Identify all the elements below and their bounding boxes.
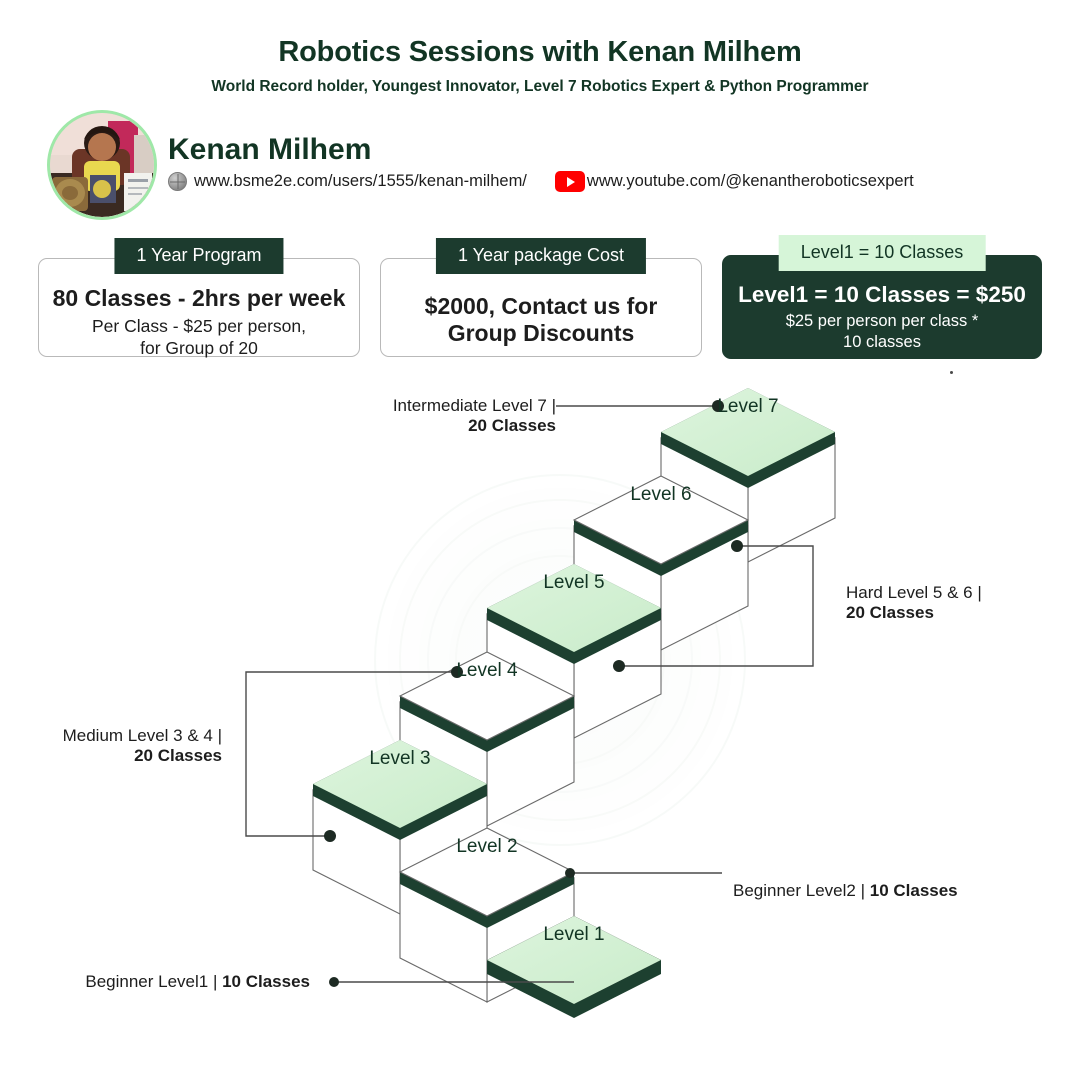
card3-headline: Level1 = 10 Classes = $250 [738,282,1026,307]
page-subtitle: World Record holder, Youngest Innovator,… [211,78,869,95]
annotation-intermediate-classes: 20 Classes [468,416,556,435]
website-url: www.bsme2e.com/users/1555/kenan-milhem/ [194,172,527,190]
card1-sub: Per Class - $25 per person, for Group of… [39,315,359,360]
avatar-photo [50,113,154,217]
annotation-hard-text: Hard Level 5 & 6 | [846,583,982,602]
dot-level5 [613,660,625,672]
annotation-medium-classes: 20 Classes [134,746,222,765]
card2-tag: 1 Year package Cost [435,238,647,274]
step-label-level-5: Level 5 [543,572,605,593]
step-label-level-7: Level 7 [717,396,779,417]
step-label-level-1: Level 1 [543,924,605,945]
annotation-intermediate-level7: Intermediate Level 7 | 20 Classes [368,396,556,436]
connector-dots [324,400,743,987]
card3-sub-line2: 10 classes [843,333,921,352]
card1-headline: 80 Classes - 2hrs per week [52,285,346,311]
globe-icon [168,172,187,191]
card1-sub-line1: Per Class - $25 per person, [92,316,306,336]
dot-level1 [329,977,339,987]
profile-links: www.bsme2e.com/users/1555/kenan-milhem/ … [168,171,914,192]
annotation-beginner1-classes: 10 Classes [222,972,310,991]
card1-tag: 1 Year Program [114,238,284,274]
dot-level2 [565,868,575,878]
step-label-level-4: Level 4 [456,660,518,681]
dot-level6 [731,540,743,552]
dot-level3 [324,830,336,842]
annotation-beginner-level1: Beginner Level1 | 10 Classes [48,972,310,992]
card-package-cost: 1 Year package Cost $2000, Contact us fo… [380,238,702,357]
annotation-beginner1-text: Beginner Level1 | [85,972,223,991]
dot-level7 [712,400,724,412]
youtube-link[interactable]: www.youtube.com/@kenantheroboticsexpert [527,171,914,192]
card-one-year-program: 1 Year Program 80 Classes - 2hrs per wee… [38,238,360,360]
annotation-hard-level56: Hard Level 5 & 6 | 20 Classes [846,583,982,623]
annotation-beginner2-classes: 10 Classes [869,881,958,900]
annotation-intermediate-text: Intermediate Level 7 | [392,396,556,415]
step-label-level-2: Level 2 [456,836,518,857]
stray-dot [950,371,953,374]
card3-sub-line1: $25 per person per class * [785,312,979,330]
connector-hard-bracket [619,545,814,667]
page-title: Robotics Sessions with Kenan Milhem [278,36,802,68]
card3-tag: Level1 = 10 Classes [778,235,986,271]
card2-headline: $2000, Contact us for [424,293,658,319]
annotation-beginner-level2: Beginner Level2 | 10 Classes [733,881,958,901]
connector-lines [245,405,814,983]
youtube-url: www.youtube.com/@kenantheroboticsexpert [586,172,914,190]
annotation-medium-level34: Medium Level 3 & 4 | 20 Classes [32,726,222,766]
card1-sub-line2: for Group of 20 [140,338,258,359]
annotation-hard-classes: 20 Classes [846,603,934,622]
card3-sub: $25 per person per class * 10 classes [723,311,1041,353]
connector-medium-bracket [245,671,457,837]
levels-staircase: Level 7 Level 6 Level 5 Level 4 Level 3 … [0,370,1080,1080]
annotation-beginner2-text: Beginner Level2 | [733,881,870,900]
dot-level4 [451,666,463,678]
website-link[interactable]: www.bsme2e.com/users/1555/kenan-milhem/ [168,172,527,191]
step-label-level-3: Level 3 [369,748,431,769]
youtube-icon [554,171,585,192]
annotation-medium-text: Medium Level 3 & 4 | [62,726,222,745]
card2-headline-2: Group Discounts [447,320,635,346]
step-label-level-6: Level 6 [630,484,692,505]
profile-name: Kenan Milhem [168,133,372,166]
card-level1-price: Level1 = 10 Classes Level1 = 10 Classes … [722,235,1042,359]
avatar [47,110,157,220]
